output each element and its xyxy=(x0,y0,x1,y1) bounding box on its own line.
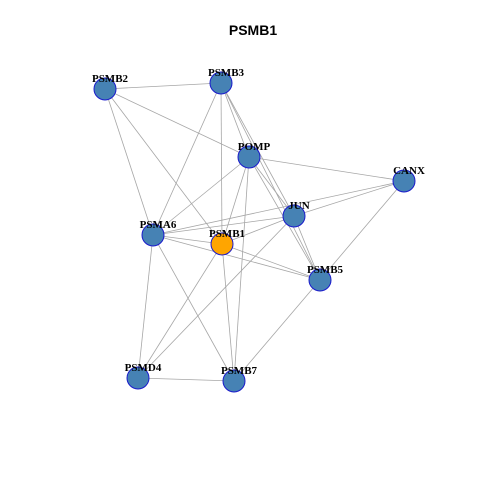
node-label-psmb1: PSMB1 xyxy=(209,228,245,240)
edge-psmb3-psmb5 xyxy=(220,82,321,281)
edge-psmb1-psmb7 xyxy=(221,243,235,382)
node-label-psmb2: PSMB2 xyxy=(92,73,129,85)
node-psmb3: PSMB3 xyxy=(208,67,245,95)
node-label-psmd4: PSMD4 xyxy=(125,362,162,374)
node-canx: CANX xyxy=(392,165,425,193)
node-circle-psmb3 xyxy=(209,71,233,95)
edge-jun-psmb1 xyxy=(221,215,295,245)
node-label-psma6: PSMA6 xyxy=(140,219,177,231)
node-pomp: POMP xyxy=(237,141,271,169)
node-label-psmb7: PSMB7 xyxy=(221,365,258,377)
node-circle-pomp xyxy=(237,145,261,169)
node-circle-jun xyxy=(282,204,306,228)
edge-psmb2-pomp xyxy=(104,88,250,158)
edge-psma6-psmb7 xyxy=(152,234,235,382)
node-label-psmb5: PSMB5 xyxy=(307,264,344,276)
node-psma6: PSMA6 xyxy=(140,219,177,247)
node-circle-psmb1 xyxy=(210,232,234,256)
node-circle-psmb7 xyxy=(222,369,246,393)
edge-psmb1-psmd4 xyxy=(137,243,223,379)
edge-psmb2-psma6 xyxy=(104,88,154,236)
edge-canx-psma6 xyxy=(152,180,405,236)
edge-pomp-psma6 xyxy=(152,156,250,236)
node-circle-psmb5 xyxy=(308,268,332,292)
edge-canx-jun xyxy=(293,180,405,217)
node-label-pomp: POMP xyxy=(238,141,271,153)
node-psmd4: PSMD4 xyxy=(125,362,162,390)
edge-psmb5-psmb7 xyxy=(233,279,321,382)
graph-title: PSMB1 xyxy=(229,22,277,38)
edge-pomp-psmb7 xyxy=(233,156,250,382)
node-label-psmb3: PSMB3 xyxy=(208,67,245,79)
node-label-canx: CANX xyxy=(393,165,425,177)
node-circle-psmb2 xyxy=(93,77,117,101)
edge-psmb3-pomp xyxy=(220,82,250,158)
edge-psmb3-psmb1 xyxy=(220,82,223,245)
edge-canx-psmb5 xyxy=(319,180,405,281)
node-circle-psmd4 xyxy=(126,366,150,390)
edge-psmb3-psma6 xyxy=(152,82,222,236)
edge-jun-psmb5 xyxy=(293,215,321,281)
node-circle-canx xyxy=(392,169,416,193)
node-psmb1: PSMB1 xyxy=(209,228,245,256)
edge-pomp-psmb1 xyxy=(221,156,250,245)
edge-psmb1-psmb5 xyxy=(221,243,321,281)
edge-psma6-psmd4 xyxy=(137,234,154,379)
edge-psmb2-psmb1 xyxy=(104,88,223,245)
node-psmb2: PSMB2 xyxy=(92,73,129,101)
edge-psmd4-psmb7 xyxy=(137,377,235,382)
edge-psmb2-psmb3 xyxy=(104,82,222,90)
edge-psma6-psmb5 xyxy=(152,234,321,281)
node-psmb7: PSMB7 xyxy=(221,365,258,393)
edge-jun-psmd4 xyxy=(137,215,295,379)
node-circle-psma6 xyxy=(141,223,165,247)
edge-psma6-psmb1 xyxy=(152,234,223,245)
node-psmb5: PSMB5 xyxy=(307,264,344,292)
node-label-jun: JUN xyxy=(288,200,309,212)
node-jun: JUN xyxy=(282,200,310,228)
edge-jun-psma6 xyxy=(152,215,295,236)
edge-pomp-canx xyxy=(248,156,405,182)
